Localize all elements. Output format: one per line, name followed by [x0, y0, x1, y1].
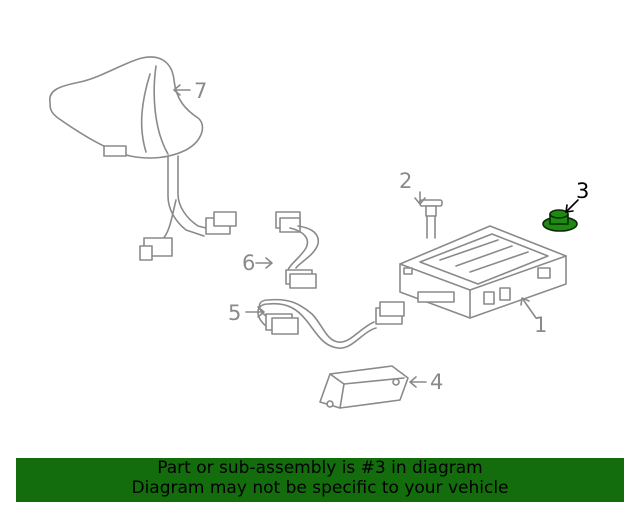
disclaimer-banner: Part or sub-assembly is #3 in diagram Di… [16, 458, 624, 502]
part-5-harness [257, 298, 405, 349]
parts-diagram: 7 2 3 6 5 1 4 [49, 56, 589, 409]
banner-line-2: Diagram may not be specific to your vehi… [131, 478, 509, 498]
part-6-harness [275, 211, 320, 289]
leader-3 [565, 199, 579, 213]
callout-7: 7 [194, 79, 207, 103]
callout-6: 6 [242, 251, 255, 275]
banner-line-1: Part or sub-assembly is #3 in diagram [157, 458, 483, 478]
part-7-antenna [49, 56, 237, 261]
part-4-sensor [319, 365, 409, 409]
part-2-bolt [419, 199, 443, 239]
callout-3: 3 [576, 179, 589, 203]
callout-5: 5 [228, 301, 241, 325]
leader-lines [173, 84, 537, 388]
part-3-nut [542, 209, 578, 232]
callout-4: 4 [430, 370, 443, 394]
callout-1: 1 [534, 313, 547, 337]
callout-2: 2 [399, 169, 412, 193]
part-1-module [399, 225, 567, 319]
